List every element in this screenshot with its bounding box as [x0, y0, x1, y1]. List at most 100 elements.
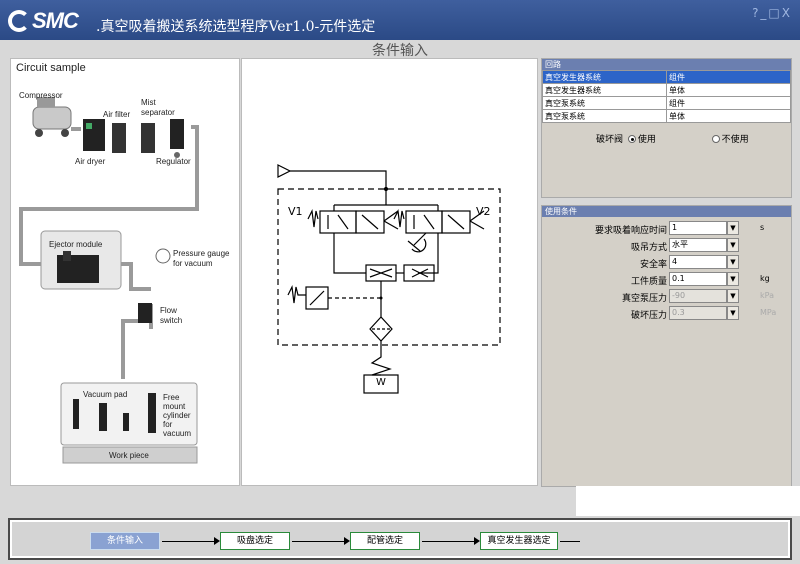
row-type: 组件 [666, 96, 791, 110]
window-controls[interactable]: ?_□X [752, 6, 792, 20]
condition-label: 破坏压力 [630, 311, 667, 321]
page-header: 条件输入 [0, 40, 800, 59]
label-free-mount-3: cylinder [163, 411, 191, 420]
workflow-arrow [422, 541, 474, 542]
workpiece-w-label: W [376, 377, 386, 388]
label-air-filter: Air filter [103, 110, 131, 119]
break-valve-row: 破坏阀 使用 不使用 [596, 132, 749, 145]
blank-area [576, 486, 800, 516]
workflow-inner: 条件输入 吸盘选定 配管选定 真空发生器选定 [12, 522, 788, 556]
safety-factor-select[interactable]: 4 [669, 255, 727, 269]
step-condition-input[interactable]: 条件输入 [90, 532, 160, 550]
table-row[interactable]: 真空发生器系统单体 [542, 83, 791, 97]
condition-unit: s [760, 223, 765, 232]
arrow-right-icon [214, 537, 220, 545]
response-time-field[interactable]: 1 [669, 221, 727, 235]
table-row[interactable]: 真空发生器系统组件 [542, 70, 791, 84]
window-title: .真空吸着搬送系统选型程序Ver1.0-元件选定 [96, 19, 376, 35]
circuit-sample-title: Circuit sample [16, 62, 86, 74]
label-pressure-gauge-1: Pressure gauge [173, 249, 230, 258]
label-vacuum-pad: Vacuum pad [83, 390, 128, 399]
workflow-bar: 条件输入 吸盘选定 配管选定 真空发生器选定 [8, 518, 792, 560]
valve-v1-label: V1 [288, 205, 303, 218]
chevron-down-icon: ▼ [727, 289, 739, 303]
pneumatic-diagram-panel: V1 V2 W [241, 58, 538, 486]
condition-label: 安全率 [639, 260, 667, 270]
workflow-arrow [560, 541, 580, 542]
arrow-right-icon [474, 537, 480, 545]
radio-nouse-label: 不使用 [721, 135, 749, 145]
condition-label: 真空泵压力 [621, 294, 667, 304]
label-ejector-module: Ejector module [49, 240, 103, 249]
circuit-sample-panel: Circuit sample [10, 58, 240, 486]
label-flow-switch-2: switch [160, 316, 183, 325]
chevron-down-icon[interactable]: ▼ [727, 221, 739, 235]
logo-text: SMC [32, 8, 79, 33]
label-regulator: Regulator [156, 157, 191, 166]
radio-use[interactable] [627, 135, 636, 143]
label-mist-separator-1: Mist [141, 98, 156, 107]
condition-row-lift-mode: 吸吊方式 水平 ▼ [542, 238, 793, 254]
condition-label: 吸吊方式 [630, 243, 667, 253]
valve-v2-label: V2 [476, 205, 491, 218]
conditions-panel: 使用条件 要求吸着响应时间 1 ▼ s 吸吊方式 水平 ▼ 安全率 4 ▼ 工件… [541, 205, 792, 487]
circuit-table: 真空发生器系统组件 真空发生器系统单体 真空泵系统组件 真空泵系统单体 [542, 70, 791, 123]
row-name: 真空泵系统 [542, 109, 667, 123]
row-type: 组件 [666, 70, 791, 84]
step-generator-selection[interactable]: 真空发生器选定 [480, 532, 558, 550]
condition-row-break-pressure: 破坏压力 0.3 ▼ MPa [542, 306, 793, 322]
table-row[interactable]: 真空泵系统组件 [542, 96, 791, 110]
step-piping-selection[interactable]: 配管选定 [350, 532, 420, 550]
pneumatic-circuit-diagram [277, 164, 501, 394]
row-name: 真空泵系统 [542, 96, 667, 110]
radio-nouse[interactable] [711, 135, 720, 143]
label-work-piece: Work piece [109, 451, 149, 460]
condition-label: 工件质量 [630, 277, 667, 287]
label-mist-separator-2: separator [141, 108, 175, 117]
label-flow-switch-1: Flow [160, 306, 177, 315]
circuit-sample-illustration [19, 97, 199, 464]
row-type: 单体 [666, 109, 791, 123]
title-bar: SMC .真空吸着搬送系统选型程序Ver1.0-元件选定 ?_□X [0, 0, 800, 40]
condition-row-workpiece-mass: 工件质量 0.1 ▼ kg [542, 272, 793, 288]
chevron-down-icon[interactable]: ▼ [727, 255, 739, 269]
row-name: 真空发生器系统 [542, 70, 667, 84]
condition-row-response-time: 要求吸着响应时间 1 ▼ s [542, 221, 793, 237]
label-pressure-gauge-2: for vacuum [173, 259, 213, 268]
page-title: 条件输入 [372, 43, 428, 59]
circuit-selection-panel: 回路 真空发生器系统组件 真空发生器系统单体 真空泵系统组件 真空泵系统单体 破… [541, 58, 792, 198]
step-pad-selection[interactable]: 吸盘选定 [220, 532, 290, 550]
circuit-header: 回路 [542, 59, 791, 70]
workflow-arrow [292, 541, 344, 542]
condition-unit: kPa [760, 291, 774, 300]
chevron-down-icon: ▼ [727, 306, 739, 320]
table-row[interactable]: 真空泵系统单体 [542, 109, 791, 123]
row-type: 单体 [666, 83, 791, 97]
workpiece-mass-field[interactable]: 0.1 [669, 272, 727, 286]
condition-row-pump-pressure: 真空泵压力 -90 ▼ kPa [542, 289, 793, 305]
label-compressor: Compressor [19, 91, 63, 100]
label-free-mount-5: vacuum [163, 429, 192, 438]
label-air-dryer: Air dryer [75, 157, 106, 166]
break-pressure-field: 0.3 [669, 306, 727, 320]
smc-swirl-icon [8, 10, 30, 32]
pump-pressure-field: -90 [669, 289, 727, 303]
chevron-down-icon[interactable]: ▼ [727, 238, 739, 252]
condition-unit: MPa [760, 308, 777, 317]
conditions-header: 使用条件 [542, 206, 791, 217]
label-free-mount-2: mount [163, 402, 186, 411]
condition-unit: kg [760, 274, 770, 283]
label-free-mount-4: for [163, 420, 173, 429]
row-name: 真空发生器系统 [542, 83, 667, 97]
break-valve-label: 破坏阀 [596, 135, 624, 145]
arrow-right-icon [344, 537, 350, 545]
label-free-mount-1: Free [163, 393, 180, 402]
radio-use-label: 使用 [637, 135, 656, 145]
chevron-down-icon[interactable]: ▼ [727, 272, 739, 286]
smc-logo: SMC [8, 8, 79, 34]
condition-row-safety-factor: 安全率 4 ▼ [542, 255, 793, 271]
condition-label: 要求吸着响应时间 [594, 226, 667, 236]
lift-mode-select[interactable]: 水平 [669, 238, 727, 252]
workflow-arrow [162, 541, 214, 542]
